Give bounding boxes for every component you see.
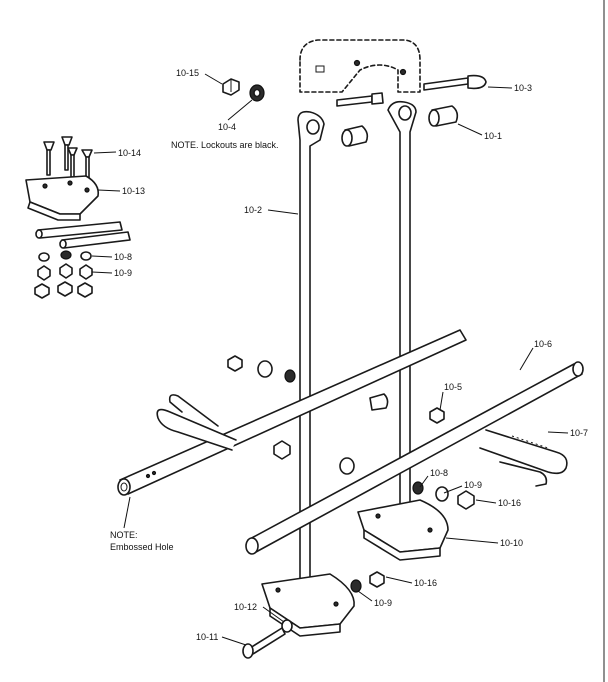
lockout-10-4	[249, 84, 265, 102]
inset-fasteners	[34, 250, 93, 299]
cross-bar-10-6-rear	[117, 329, 467, 496]
callout-10-14: 10-14	[118, 148, 141, 158]
u-bolt-left	[156, 394, 237, 451]
bolt-10-11	[242, 627, 286, 659]
lower-fasteners	[281, 571, 385, 633]
callout-10-9-low: 10-9	[374, 598, 392, 608]
lock-nut-10-15	[222, 78, 240, 96]
callout-10-8-mid: 10-8	[430, 468, 448, 478]
lower-foot-bracket	[261, 573, 355, 637]
callout-10-3: 10-3	[514, 83, 532, 93]
notes: NOTE. Lockouts are black. NOTE: Embossed…	[110, 140, 279, 552]
callout-10-2: 10-2	[244, 205, 262, 215]
inset-assembly	[25, 136, 131, 299]
foot-bracket-10-10	[357, 499, 449, 561]
callout-10-16-low: 10-16	[414, 578, 437, 588]
callout-10-16-mid: 10-16	[498, 498, 521, 508]
callout-10-8-inset: 10-8	[114, 252, 132, 262]
note-embossed-hole: Embossed Hole	[110, 542, 174, 552]
bolt-upper-left	[336, 92, 384, 107]
leader-lines	[91, 73, 569, 646]
callout-10-9-inset: 10-9	[114, 268, 132, 278]
bolt-10-14-group	[43, 136, 93, 182]
note-embossed-title: NOTE:	[110, 530, 138, 540]
callout-10-5: 10-5	[444, 382, 462, 392]
note-lockouts: NOTE. Lockouts are black.	[171, 140, 279, 150]
bolt-10-3	[423, 74, 487, 91]
bracket-10-13	[25, 175, 100, 221]
callout-labels: 10-15 10-4 10-3 10-1 10-14 10-13 10-8 10…	[114, 68, 588, 642]
callout-10-9-mid: 10-9	[464, 480, 482, 490]
bushing-10-1-right	[428, 105, 459, 127]
callout-10-7: 10-7	[570, 428, 588, 438]
top-bracket	[299, 39, 421, 93]
callout-10-11: 10-11	[196, 632, 218, 642]
callout-10-12: 10-12	[234, 602, 257, 612]
callout-10-13: 10-13	[122, 186, 145, 196]
callout-10-4: 10-4	[218, 122, 236, 132]
bushing-left	[341, 125, 369, 147]
callout-10-15: 10-15	[176, 68, 199, 78]
u-bolt-10-7-right	[479, 429, 568, 487]
inset-tube-pair	[35, 221, 131, 249]
callout-10-1: 10-1	[484, 131, 502, 141]
callout-10-10: 10-10	[500, 538, 523, 548]
upright-tube-10-2-left	[297, 110, 325, 621]
callout-10-6: 10-6	[534, 339, 552, 349]
upright-tube-right	[387, 100, 417, 536]
mid-fasteners	[227, 355, 475, 510]
cross-bar-10-6-front	[245, 361, 584, 555]
